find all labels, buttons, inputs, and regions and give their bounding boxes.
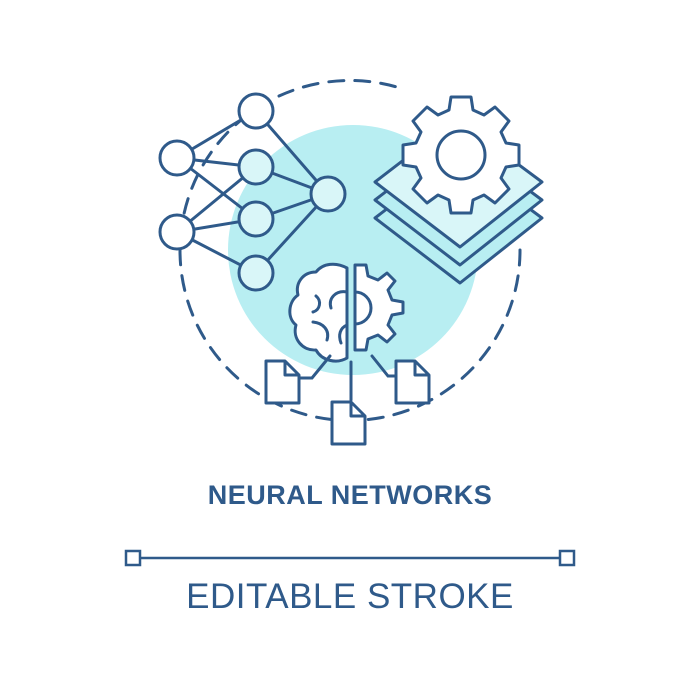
- brain-gear-icon: [288, 262, 405, 363]
- document-connectors: [298, 354, 398, 402]
- subtitle-label: EDITABLE STROKE: [186, 577, 514, 616]
- document-icon-left: [264, 359, 301, 405]
- stroke-handle-right: [558, 549, 576, 567]
- stroke-handle-left: [124, 549, 142, 567]
- neural-network-icon: [158, 92, 347, 292]
- document-icon-bottom: [330, 400, 367, 446]
- gear-layers-icon: [373, 95, 544, 285]
- page-title: NEURAL NETWORKS: [207, 480, 493, 510]
- document-icon-right: [394, 359, 431, 405]
- editable-stroke-line: [124, 549, 576, 567]
